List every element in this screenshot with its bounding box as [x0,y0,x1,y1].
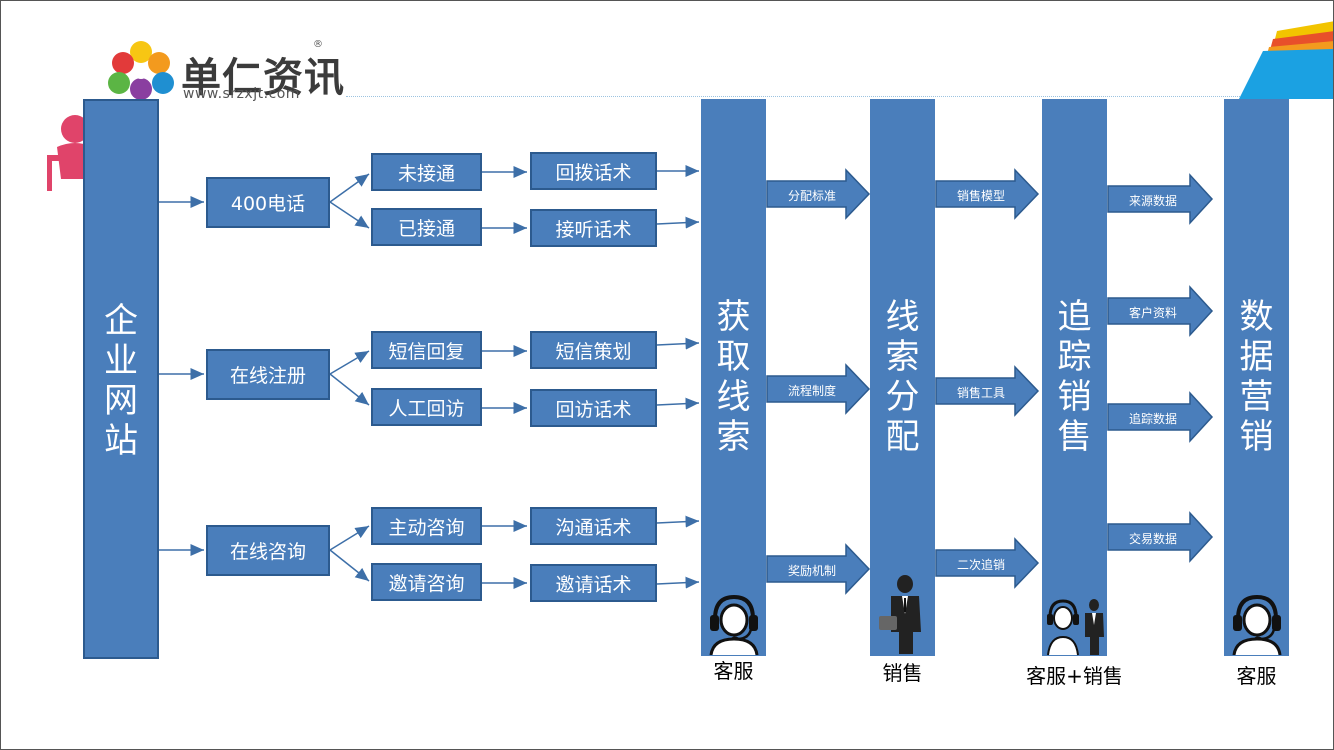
script-node: 邀请话术 [530,564,657,602]
corner-decoration [1239,21,1333,99]
arrow-label: 来源数据 [1128,194,1177,208]
arrow-label: 二次追销 [956,558,1005,572]
block-arrow [1107,285,1214,337]
logo-registered-mark: ® [313,39,323,50]
arrow-label: 销售模型 [956,189,1005,203]
block-arrow [766,363,871,415]
businessman-icon [879,575,921,654]
stage-assign-leads: 线索 分配 [870,99,935,656]
script-node: 接听话术 [530,209,657,247]
block-arrow [1107,391,1214,443]
role-label: 客服+销售 [1026,664,1123,688]
block-arrow [1107,511,1214,563]
role-label: 客服 [1236,664,1277,688]
headset-person-icon [709,594,759,655]
block-arrow [935,168,1040,220]
source-column-label: 企 业 网 站 [104,301,138,461]
arrow-label: 流程制度 [787,384,836,398]
arrow-label: 销售工具 [956,386,1005,400]
status-node: 人工回访 [371,388,482,426]
channel-400-phone: 400电话 [206,177,330,228]
status-node: 已接通 [371,208,482,246]
block-arrow [935,537,1040,589]
source-column-website: 企 业 网 站 [83,99,159,659]
role-label: 客服 [713,659,754,683]
channel-online-register: 在线注册 [206,349,330,400]
stage-acquire-leads: 获取 线索 [701,99,766,656]
script-node: 短信策划 [530,331,657,369]
block-arrow [1107,173,1214,225]
logo-mark-icon [108,41,174,100]
headset-person-icon [1232,594,1282,655]
arrow-label: 追踪数据 [1128,412,1177,426]
logo-url: www.srzxjt.com [183,86,300,102]
script-node: 回访话术 [530,389,657,427]
stage-data-marketing: 数据 营销 [1224,99,1289,656]
block-arrow [766,543,871,595]
header-divider [346,96,1246,97]
status-node: 主动咨询 [371,507,482,545]
arrow-label: 分配标准 [787,189,836,203]
service-and-sales-icon [1047,599,1104,656]
status-node: 邀请咨询 [371,563,482,601]
status-node: 未接通 [371,153,482,191]
block-arrow [935,365,1040,417]
arrow-label: 客户资料 [1128,306,1177,320]
arrow-label: 奖励机制 [787,564,836,578]
logo-name: 单仁资讯 [181,55,345,101]
arrow-label: 交易数据 [1128,532,1177,546]
role-label: 销售 [882,661,923,685]
block-arrow [766,168,871,220]
script-node: 沟通话术 [530,507,657,545]
script-node: 回拨话术 [530,152,657,190]
stage-track-sales: 追踪 销售 [1042,99,1107,656]
channel-online-consult: 在线咨询 [206,525,330,576]
status-node: 短信回复 [371,331,482,369]
